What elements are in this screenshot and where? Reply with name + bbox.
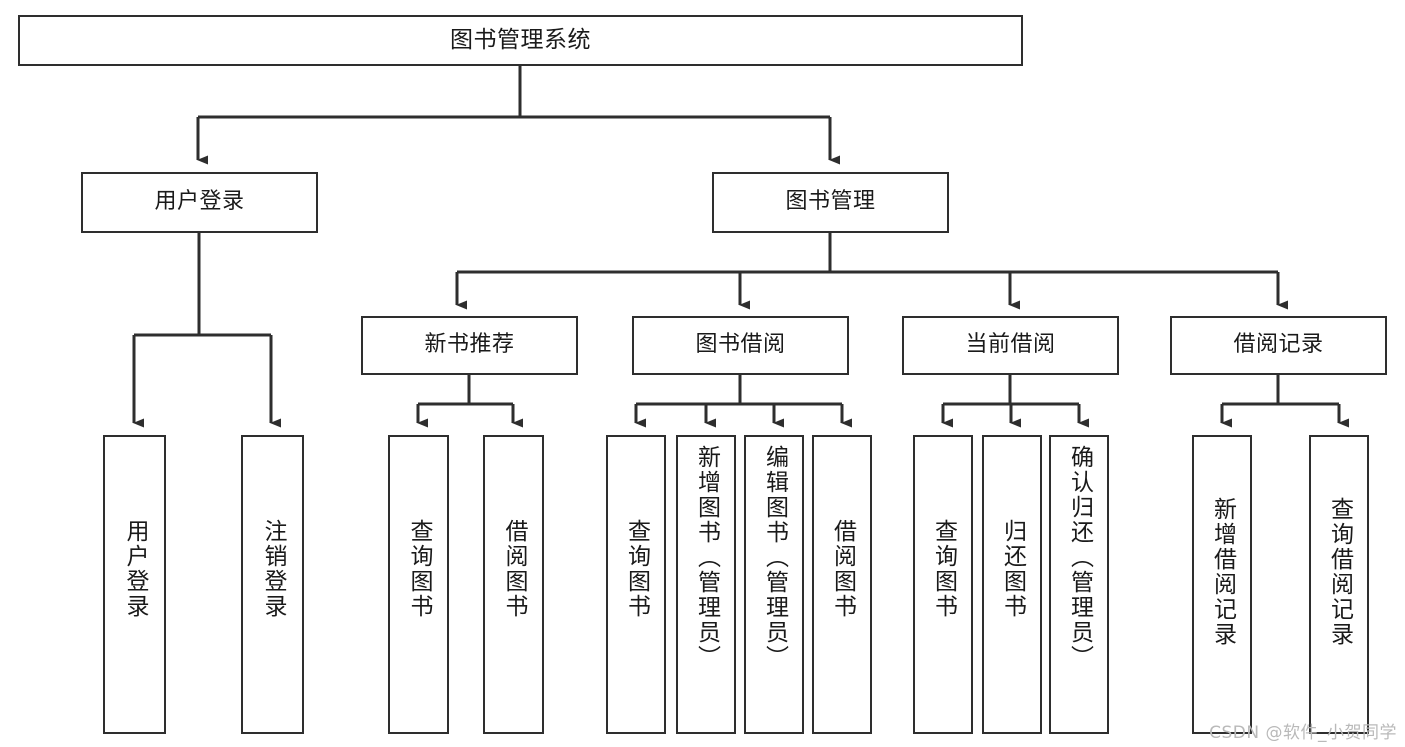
node-label: 注销登录 bbox=[260, 519, 286, 619]
node-book-management[interactable]: 图书管理 bbox=[712, 172, 949, 233]
leaf-book-borrow-borrow-book[interactable]: 借阅图书 bbox=[812, 435, 872, 734]
node-new-book-recommend[interactable]: 新书推荐 bbox=[361, 316, 578, 375]
node-label: 新增借阅记录 bbox=[1209, 497, 1236, 647]
node-label: 新书推荐 bbox=[424, 332, 515, 358]
node-label: 归还图书 bbox=[999, 519, 1026, 619]
node-label: 查询图书 bbox=[930, 519, 957, 619]
leaf-current-borrow-query-book[interactable]: 查询图书 bbox=[913, 435, 973, 734]
node-label: 当前借阅 bbox=[965, 332, 1056, 358]
node-book-borrow[interactable]: 图书借阅 bbox=[632, 316, 849, 375]
node-label: 用户登录 bbox=[154, 189, 245, 215]
node-label: 新增图书（管理员） bbox=[693, 445, 720, 670]
node-user-login[interactable]: 用户登录 bbox=[81, 172, 318, 233]
leaf-borrow-record-add-record[interactable]: 新增借阅记录 bbox=[1192, 435, 1252, 734]
leaf-book-borrow-edit-book-admin[interactable]: 编辑图书（管理员） bbox=[744, 435, 804, 734]
node-root-book-management-system[interactable]: 图书管理系统 bbox=[18, 15, 1023, 66]
node-label: 查询借阅记录 bbox=[1326, 497, 1353, 647]
node-label: 借阅记录 bbox=[1233, 332, 1324, 358]
node-label: 查询图书 bbox=[406, 519, 432, 619]
node-label: 确认归还（管理员） bbox=[1066, 445, 1093, 670]
leaf-new-book-query-book[interactable]: 查询图书 bbox=[388, 435, 449, 734]
node-label: 图书管理 bbox=[785, 189, 876, 215]
watermark-text: CSDN @软件_小贺同学 bbox=[1209, 723, 1397, 743]
node-label: 借阅图书 bbox=[501, 519, 527, 619]
node-label: 编辑图书（管理员） bbox=[761, 445, 788, 670]
node-label: 查询图书 bbox=[623, 519, 650, 619]
leaf-borrow-record-query-record[interactable]: 查询借阅记录 bbox=[1309, 435, 1369, 734]
node-borrow-record[interactable]: 借阅记录 bbox=[1170, 316, 1387, 375]
node-label: 借阅图书 bbox=[829, 519, 856, 619]
node-label: 用户登录 bbox=[122, 519, 148, 619]
leaf-book-borrow-query-book[interactable]: 查询图书 bbox=[606, 435, 666, 734]
leaf-new-book-borrow-book[interactable]: 借阅图书 bbox=[483, 435, 544, 734]
leaf-book-borrow-add-book-admin[interactable]: 新增图书（管理员） bbox=[676, 435, 736, 734]
node-label: 图书管理系统 bbox=[450, 26, 591, 53]
leaf-current-borrow-confirm-return-admin[interactable]: 确认归还（管理员） bbox=[1049, 435, 1109, 734]
leaf-user-login-logout[interactable]: 注销登录 bbox=[241, 435, 304, 734]
leaf-user-login-login[interactable]: 用户登录 bbox=[103, 435, 166, 734]
leaf-current-borrow-return-book[interactable]: 归还图书 bbox=[982, 435, 1042, 734]
node-current-borrow[interactable]: 当前借阅 bbox=[902, 316, 1119, 375]
node-label: 图书借阅 bbox=[695, 332, 786, 358]
